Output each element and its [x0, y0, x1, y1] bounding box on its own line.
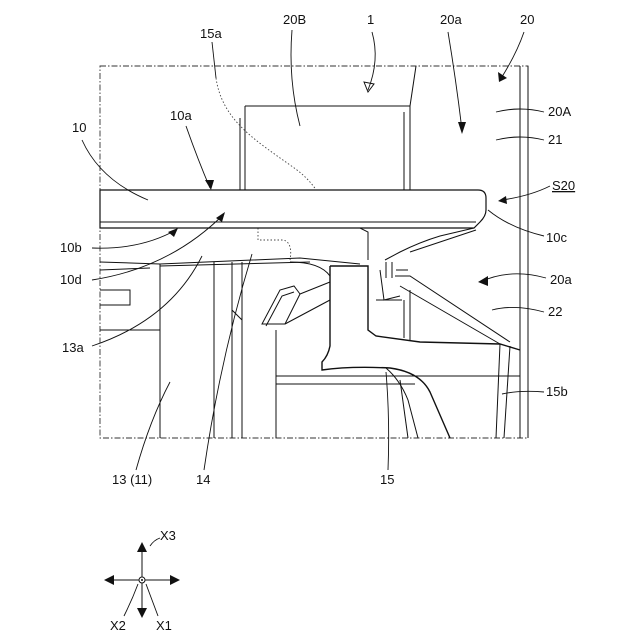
label-14: 14	[196, 472, 210, 487]
reference-labels: 20B 1 20a 20 15a 10 10a 20A 21 S20 10c 1…	[60, 12, 575, 487]
label-21: 21	[548, 132, 562, 147]
leg-15b	[496, 344, 510, 438]
label-20A: 20A	[548, 104, 571, 119]
axis-label-x2: X2	[110, 618, 126, 633]
arm-15	[322, 266, 520, 438]
label-15a: 15a	[200, 26, 222, 41]
label-13a: 13a	[62, 340, 84, 355]
upper-housing-20B	[240, 66, 416, 190]
axis-label-x3: X3	[160, 528, 176, 543]
label-20: 20	[520, 12, 534, 27]
leg-13	[160, 262, 214, 438]
axis-indicator: X3 X2 X1	[104, 528, 180, 633]
label-22: 22	[548, 304, 562, 319]
label-15b: 15b	[546, 384, 568, 399]
axis-label-x1: X1	[156, 618, 172, 633]
side-wall-21	[520, 66, 528, 438]
label-20B: 20B	[283, 12, 306, 27]
label-S20: S20	[552, 178, 575, 193]
label-10c: 10c	[546, 230, 567, 245]
rail-part	[262, 262, 520, 438]
inclined-member-22	[376, 262, 510, 344]
leader-lines	[82, 30, 550, 470]
label-10d: 10d	[60, 272, 82, 287]
label-1: 1	[367, 12, 374, 27]
label-20a-top: 20a	[440, 12, 462, 27]
label-20a-right: 20a	[550, 272, 572, 287]
label-10b: 10b	[60, 240, 82, 255]
label-13-11: 13 (11)	[112, 472, 152, 487]
label-10a: 10a	[170, 108, 192, 123]
hidden-line-15a	[216, 78, 330, 260]
label-15: 15	[380, 472, 394, 487]
top-plate-10	[100, 190, 486, 260]
label-10: 10	[72, 120, 86, 135]
lower-member-13a	[100, 258, 360, 330]
member-14	[232, 262, 242, 438]
housing-frame	[100, 66, 528, 438]
